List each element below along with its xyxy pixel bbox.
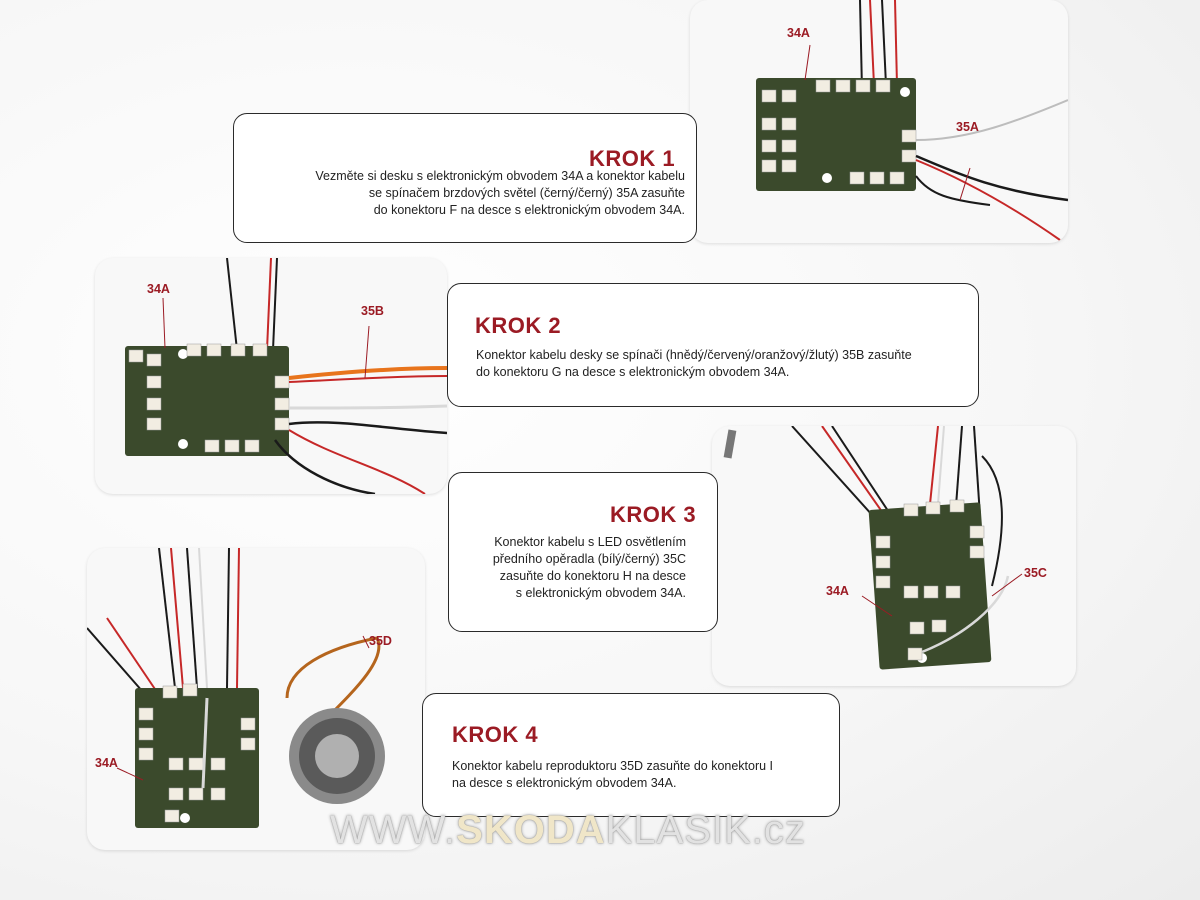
step-1-textbox [233,113,697,243]
step-2-line-2: do konektoru G na desce s elektronickým … [476,365,790,379]
watermark-prefix: WWW. [330,808,457,852]
callout-35d-photo4: 35D [369,634,392,648]
step-4-line-1: Konektor kabelu reproduktoru 35D zasuňte… [452,759,774,773]
photo-step-1: 34A 35A [690,0,1068,243]
circuit-board-photo-1 [756,0,1068,241]
step-3-line-4: s elektronickým obvodem 34A. [515,586,686,600]
step-3-line-3: zasuňte do konektoru H na desce [499,569,686,583]
callout-34a-photo3: 34A [826,584,849,598]
watermark-brand: SKODA [456,808,606,852]
step-3-title: KROK 3 [610,502,697,527]
step-4-text: Konektor kabelu reproduktoru 35D zasuňte… [452,758,832,792]
step-2-title: KROK 2 [475,313,562,338]
watermark: WWW.SKODAKLASIK.cz [330,808,806,853]
step-2-textbox [447,283,979,407]
step-2-text: Konektor kabelu desky se spínači (hnědý/… [476,347,956,381]
step-4-line-2: na desce s elektronickým obvodem 34A. [452,776,677,790]
step-4-textbox [422,693,840,817]
callout-35a-photo1: 35A [956,120,979,134]
step-1-line-2: se spínačem brzdových světel (černý/čern… [368,186,685,200]
callout-34a-photo1: 34A [787,26,810,40]
step-3-line-1: Konektor kabelu s LED osvětlením [494,535,686,549]
watermark-suffix: KLASIK.cz [605,808,806,852]
circuit-board-photo-4 [87,548,385,828]
callout-35c-photo3: 35C [1024,566,1047,580]
step-2-line-1: Konektor kabelu desky se spínači (hnědý/… [476,348,912,362]
step-1-line-1: Vezměte si desku s elektronickým obvodem… [315,169,685,183]
callout-34a-photo2: 34A [147,282,170,296]
circuit-board-photo-3 [723,426,1023,670]
callout-34a-photo4: 34A [95,756,118,770]
callout-35b-photo2: 35B [361,304,384,318]
step-3-line-2: předního opěradla (bílý/černý) 35C [492,552,686,566]
step-1-line-3: do konektoru F na desce s elektronickým … [373,203,685,217]
photo-step-2: 34A 35B [95,258,447,494]
photo-step-3: 34A 35C [712,426,1076,686]
step-3-textbox [448,472,718,632]
step-4-title: KROK 4 [452,722,539,747]
photo-step-4: 34A 35D [87,548,425,850]
step-1-text: Vezměte si desku s elektronickým obvodem… [245,168,685,219]
step-3-text: Konektor kabelu s LED osvětlením předníh… [460,534,686,602]
step-1-title: KROK 1 [589,146,676,171]
circuit-board-photo-2 [125,258,447,494]
